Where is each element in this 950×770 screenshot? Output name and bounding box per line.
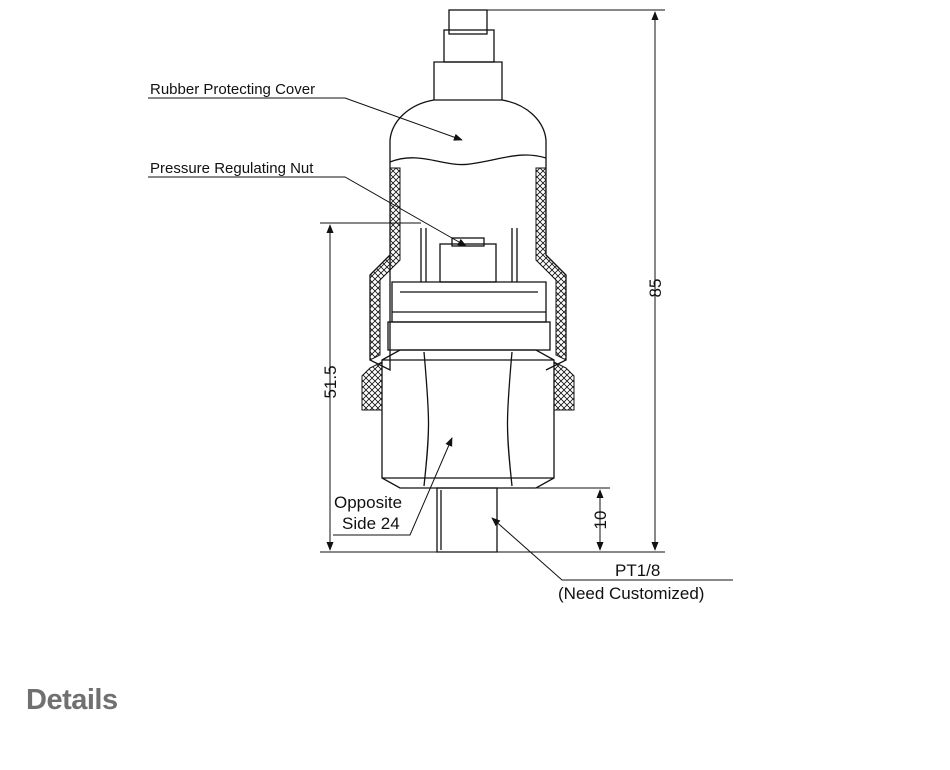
top-cap: [448, 9, 488, 35]
opposite-side-label-1: Opposite: [334, 493, 402, 512]
spacer-plate: [387, 321, 551, 351]
regulating-nut-label: Pressure Regulating Nut: [150, 160, 314, 177]
leader-rubber-cover: [148, 97, 463, 141]
leader-thread: [491, 517, 733, 581]
thread-label-1: PT1/8: [615, 561, 660, 580]
top-neck: [443, 29, 495, 63]
opposite-side-label-2: Side 24: [342, 514, 400, 533]
thread-label-2: (Need Customized): [558, 584, 704, 603]
details-heading: Details: [26, 684, 118, 716]
overall-height-value: 85: [646, 279, 665, 298]
body-height-value: 51.5: [321, 365, 340, 398]
leader-regulating-nut: [148, 176, 467, 247]
cover-section-cut: [389, 154, 547, 166]
rubber-cover-hatch: [369, 167, 401, 361]
inner-housing: [391, 281, 547, 323]
hex-body: [381, 349, 555, 489]
thread-length-value: 10: [591, 511, 610, 530]
cover-shoulder: [433, 61, 503, 101]
regulating-nut: [451, 237, 485, 247]
thread-stem: [436, 487, 498, 553]
regulating-stem: [439, 243, 497, 283]
leader-opposite-side: [333, 437, 453, 536]
rubber-cover-label: Rubber Protecting Cover: [150, 81, 315, 98]
